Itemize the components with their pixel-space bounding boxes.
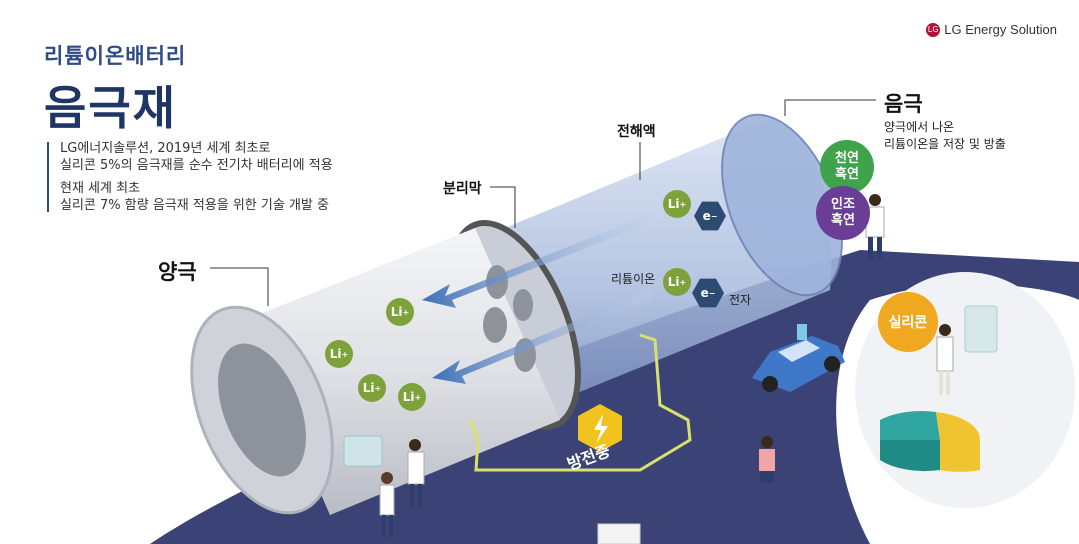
description-line: LG에너지솔루션, 2019년 세계 최초로 (60, 141, 271, 156)
lithium-ion-particle: Li+ (663, 268, 691, 296)
charge-symbol: − (708, 288, 716, 298)
brand-logo: LG LG Energy Solution (926, 22, 1057, 37)
ion-flow-arrow (432, 290, 654, 384)
scientist-figure (407, 439, 425, 506)
lg-logo-icon: LG (926, 22, 941, 37)
page-title: 음극재 (44, 81, 177, 135)
electron-symbol: e (702, 209, 711, 223)
electron-symbol: e (700, 286, 709, 300)
description-line: 실리콘 5%의 음극재를 순수 전기차 배터리에 적용 (60, 158, 333, 173)
charge-symbol: + (402, 307, 410, 317)
description-line: 현재 세계 최초 (60, 181, 141, 196)
badge-line: 천연 (835, 151, 859, 166)
scientist-figure (379, 472, 395, 537)
description-bar (47, 142, 49, 212)
leader-line (490, 186, 516, 228)
charge-symbol: − (710, 211, 718, 221)
anode-description: 리튬이온을 저장 및 방출 (884, 137, 1006, 151)
circuit-wire (468, 333, 692, 472)
electric-car-icon (752, 324, 845, 392)
charge-symbol: + (679, 277, 687, 287)
separator-label: 분리막 (443, 181, 482, 197)
lithium-ion-particle: Li+ (663, 190, 691, 218)
lithium-symbol: Li (362, 381, 375, 395)
scientist-figure (759, 436, 775, 483)
lithium-ion-particle: Li+ (386, 298, 414, 326)
electrolyte-label: 전해액 (617, 124, 656, 140)
badge-line: 흑연 (831, 213, 855, 228)
charge-symbol: + (341, 349, 349, 359)
lithium-ion-particle: Li+ (325, 340, 353, 368)
natural-graphite-badge: 천연 흑연 (820, 140, 874, 194)
charge-symbol: + (414, 392, 422, 402)
electron-label: 전자 (729, 293, 752, 307)
hologram-screen (343, 435, 383, 467)
page-subtitle: 리튬이온배터리 (44, 44, 187, 68)
cathode-inner-hole (218, 343, 306, 477)
silicon-badge: 실리콘 (878, 292, 938, 352)
lithium-ion-label: 리튬이온 (611, 272, 656, 286)
lithium-ion-particle: Li+ (398, 383, 426, 411)
box-graphic (597, 523, 641, 544)
scientist-figure (865, 194, 885, 259)
lithium-ion-particle: Li+ (358, 374, 386, 402)
anode-label: 음극 (884, 92, 923, 116)
separator-hole (513, 289, 533, 321)
cathode-label: 양극 (158, 260, 197, 284)
leader-line (784, 99, 876, 116)
lightning-icon (578, 404, 622, 452)
badge-line: 흑연 (835, 167, 859, 182)
lithium-symbol: Li (667, 197, 680, 211)
artificial-graphite-badge: 인조 흑연 (816, 186, 870, 240)
lithium-symbol: Li (667, 275, 680, 289)
ion-flow-arrow (422, 210, 664, 308)
lithium-symbol: Li (402, 390, 415, 404)
pie-chart-graphic (880, 410, 981, 472)
battery-cylinder (190, 113, 843, 515)
description-line: 실리콘 7% 함량 음극재 적용을 위한 기술 개발 중 (60, 198, 329, 213)
anode-description: 양극에서 나온 (884, 120, 955, 134)
lithium-symbol: Li (329, 347, 342, 361)
lithium-symbol: Li (390, 305, 403, 319)
charge-symbol: + (374, 383, 382, 393)
separator-hole (483, 307, 507, 343)
brand-text: LG Energy Solution (944, 22, 1057, 37)
scientist-figure (936, 324, 954, 395)
leader-line (210, 267, 269, 306)
badge-line: 인조 (831, 197, 855, 212)
charge-symbol: + (679, 199, 687, 209)
hologram-screen (964, 305, 998, 353)
